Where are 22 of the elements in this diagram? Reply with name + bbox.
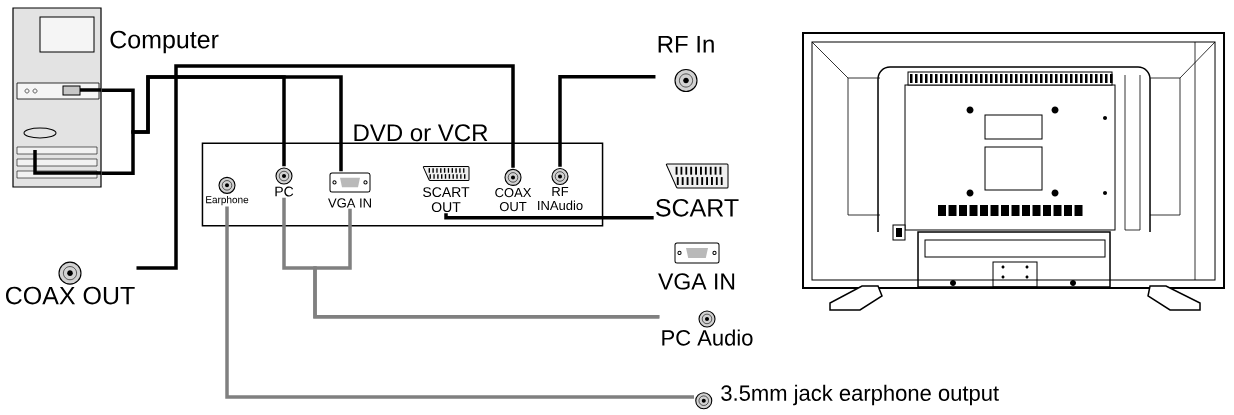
- port-label: VGA IN: [328, 198, 371, 208]
- cable-line: [225, 206, 694, 399]
- cable-line: [136, 64, 515, 270]
- port-label: PC Audio: [662, 329, 753, 346]
- port-label: COAX OUT: [495, 187, 532, 212]
- cable-line: [444, 213, 654, 220]
- port-label: SCART OUT: [423, 187, 470, 213]
- panel-heading: DVD or VCR: [354, 124, 488, 142]
- connection-panel: [201, 124, 604, 227]
- port-label: RF In: [658, 35, 714, 53]
- cable-line: [313, 208, 660, 319]
- port-label: VGA IN: [658, 273, 735, 290]
- cable-line: [558, 75, 656, 167]
- port-label: Earphone: [206, 195, 249, 206]
- port-label: RF INAudio: [538, 187, 583, 211]
- port-label: SCART: [656, 198, 739, 217]
- port-label: PC: [275, 186, 294, 197]
- device-label: Computer: [110, 30, 219, 54]
- computer-drawing: [12, 7, 102, 188]
- port-label: 3.5mm jack earphone output: [721, 384, 999, 406]
- cable-line: [101, 75, 343, 175]
- port-label: COAX OUT: [6, 286, 135, 305]
